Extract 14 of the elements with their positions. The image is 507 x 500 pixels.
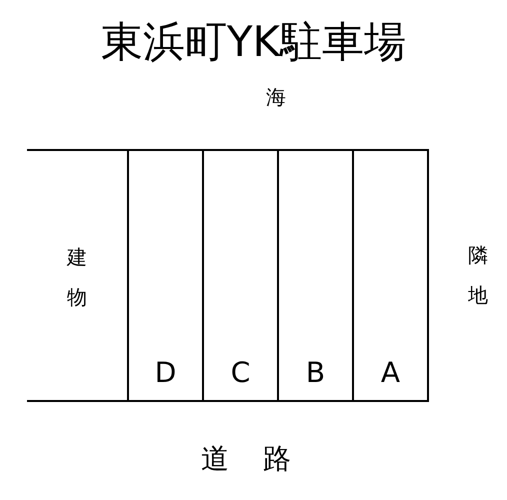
area-label: 建物 [67, 244, 87, 311]
space-letter: A [380, 356, 402, 390]
space-letter: D [154, 356, 178, 390]
space-letter: C [230, 356, 252, 390]
parking-space [202, 149, 279, 402]
direction-label: 海 [266, 84, 286, 110]
space-letter: B [304, 356, 326, 390]
parking-space [277, 149, 354, 402]
direction-label: 隣地 [468, 242, 488, 309]
parking-space [127, 149, 204, 402]
title: 東浜町YK駐車場 [100, 16, 408, 68]
building-area [27, 149, 129, 402]
direction-label: 道路 [201, 442, 325, 476]
parking-space [352, 149, 429, 402]
